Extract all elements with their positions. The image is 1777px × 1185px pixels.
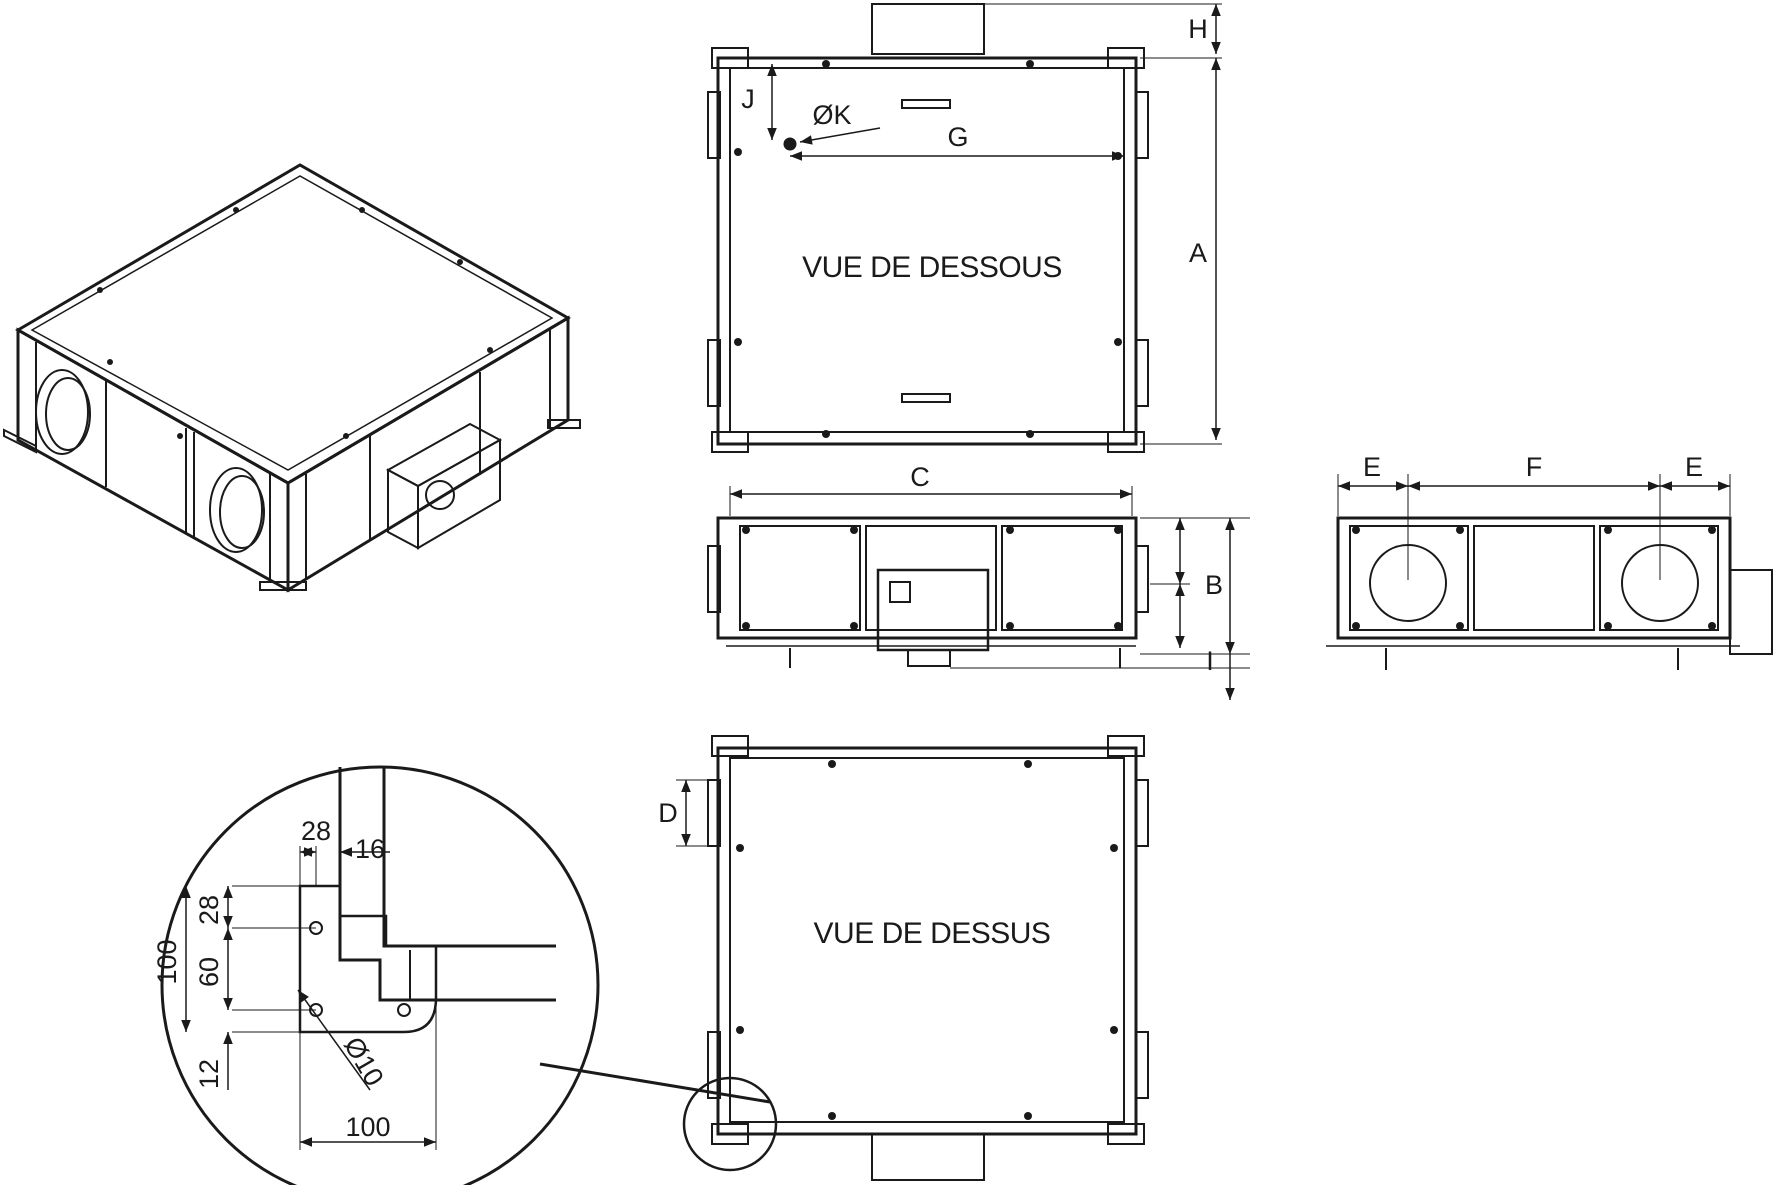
bottom-view xyxy=(707,3,1222,453)
dim-e-left-label: E xyxy=(1363,452,1381,482)
dim-e-right-label: E xyxy=(1685,452,1703,482)
detail-dim-100-vert: 100 xyxy=(152,939,182,984)
front-view xyxy=(707,486,1250,700)
detail-dim-60: 60 xyxy=(194,957,224,987)
dim-c-label: C xyxy=(910,462,930,492)
top-view xyxy=(539,735,1149,1181)
isometric-view xyxy=(3,163,581,593)
detail-dim-28-side: 28 xyxy=(194,895,224,925)
detail-dim-16: 16 xyxy=(355,834,385,864)
dim-i-label: I xyxy=(1206,646,1214,676)
dim-f-label: F xyxy=(1526,452,1543,482)
dim-j-label: J xyxy=(741,84,755,114)
dim-a-label: A xyxy=(1189,238,1207,268)
dim-b-label: B xyxy=(1205,570,1223,600)
detail-dim-12: 12 xyxy=(194,1059,224,1089)
top-view-title: VUE DE DESSUS xyxy=(814,917,1051,950)
detail-view xyxy=(160,765,600,1185)
dim-h-label: H xyxy=(1188,14,1208,44)
detail-hole-diameter: Ø10 xyxy=(338,1032,390,1091)
detail-dim-100-horiz: 100 xyxy=(345,1112,390,1142)
detail-dim-28-top: 28 xyxy=(301,816,331,846)
side-view xyxy=(1326,474,1773,670)
dim-d-label: D xyxy=(658,798,678,828)
bottom-view-title: VUE DE DESSOUS xyxy=(802,251,1062,284)
dim-g-label: G xyxy=(947,122,968,152)
dim-k-label: ØK xyxy=(812,100,851,130)
